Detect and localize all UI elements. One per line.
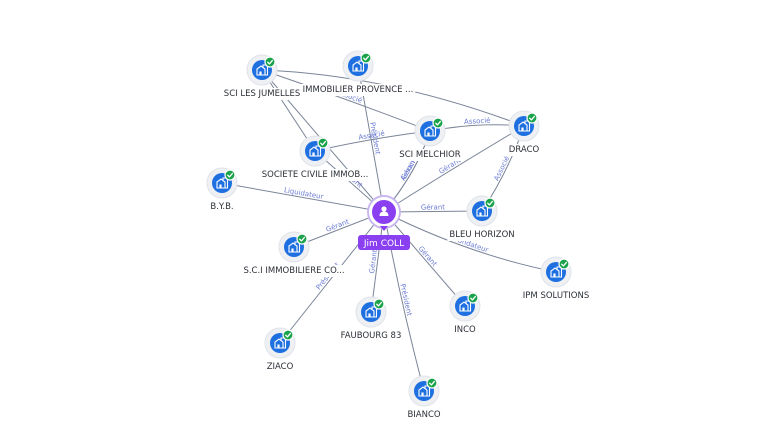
edge-center-inco <box>383 211 466 307</box>
edge-center-ipm-solutions <box>383 211 557 273</box>
node-label-backdrop <box>452 324 479 336</box>
center-label-tag <box>358 235 410 250</box>
verified-check-icon <box>484 197 496 209</box>
edge-label: Liquidateur <box>283 186 324 201</box>
company-node-bleu-horizon[interactable]: BLEU HORIZON <box>447 195 517 241</box>
node-label-backdrop <box>264 361 296 373</box>
edge-sci-les-jumelles-societe-civile <box>261 69 316 152</box>
company-node-inco[interactable]: INCO <box>449 290 481 336</box>
company-node-ziaco[interactable]: ZIACO <box>264 327 296 373</box>
person-icon <box>379 206 389 216</box>
node-label: IPM SOLUTIONS <box>523 291 589 301</box>
edge-sci-les-jumelles-sci-melchior <box>261 69 431 132</box>
company-node-faubourg-83[interactable]: FAUBOURG 83 <box>338 296 404 342</box>
node-label: B.Y.B. <box>210 202 233 212</box>
center-label: Jim COLL <box>363 239 404 249</box>
edge-center-draco <box>383 125 525 213</box>
verified-check-icon <box>526 112 538 124</box>
center-person-node[interactable]: Jim COLL <box>358 195 410 250</box>
node-label: BLEU HORIZON <box>449 230 514 240</box>
edge-label: Gérant <box>325 218 351 234</box>
verified-check-icon <box>224 169 236 181</box>
verified-check-icon <box>282 329 294 341</box>
node-label-backdrop <box>241 265 347 277</box>
node-label-backdrop <box>259 169 371 181</box>
company-node-draco[interactable]: DRACO <box>506 110 542 156</box>
edge-center-ziaco <box>279 211 385 344</box>
verified-check-icon <box>264 56 276 68</box>
node-label-backdrop <box>405 409 443 421</box>
company-node-immobilier-provence[interactable]: IMMOBILIER PROVENCE ... <box>300 50 416 96</box>
company-node-sci-melchior[interactable]: SCI MELCHIOR <box>397 115 463 161</box>
node-label-backdrop <box>447 229 517 241</box>
verified-check-icon <box>296 233 308 245</box>
company-node-sci-immobiliere[interactable]: S.C.I IMMOBILIERE CO... <box>241 231 347 277</box>
node-label: INCO <box>454 325 476 335</box>
edge-label: Associé <box>464 117 491 126</box>
verified-check-icon <box>558 258 570 270</box>
node-label: SCI LES JUMELLES <box>224 89 300 99</box>
node-label: DRACO <box>509 145 540 155</box>
edge-center-byb <box>221 182 385 213</box>
node-label-backdrop <box>397 149 463 161</box>
node-label-backdrop <box>300 84 416 96</box>
node-label-backdrop <box>506 144 542 156</box>
company-node-societe-civile[interactable]: SOCIETE CIVILE IMMOB... <box>259 135 371 181</box>
node-label: SOCIETE CIVILE IMMOB... <box>262 170 369 180</box>
node-label-backdrop <box>221 88 303 100</box>
node-label: IMMOBILIER PROVENCE ... <box>303 85 414 95</box>
edge-label: Président <box>398 283 413 317</box>
verified-check-icon <box>467 292 479 304</box>
edge-label: Gérant <box>421 203 445 211</box>
company-node-sci-les-jumelles[interactable]: SCI LES JUMELLES <box>221 54 303 100</box>
verified-check-icon <box>317 137 329 149</box>
center-node-pointer <box>380 226 388 231</box>
node-label-backdrop <box>520 290 592 302</box>
node-label: BIANCO <box>407 410 440 420</box>
company-node-ipm-solutions[interactable]: IPM SOLUTIONS <box>520 256 592 302</box>
edge-label: Gérant <box>368 249 379 274</box>
verified-check-icon <box>432 117 444 129</box>
verified-check-icon <box>373 298 385 310</box>
company-node-bianco[interactable]: BIANCO <box>405 375 443 421</box>
edge-center-bianco <box>383 211 425 392</box>
company-node-byb[interactable]: B.Y.B. <box>206 167 238 213</box>
node-label: FAUBOURG 83 <box>341 331 402 341</box>
edge-label: Gérant <box>417 245 439 269</box>
node-label: SCI MELCHIOR <box>399 150 461 160</box>
node-label-backdrop <box>338 330 404 342</box>
node-label-backdrop <box>208 201 236 213</box>
node-label: ZIACO <box>267 362 294 372</box>
verified-check-icon <box>426 377 438 389</box>
node-label: S.C.I IMMOBILIERE CO... <box>243 266 344 276</box>
verified-check-icon <box>360 52 372 64</box>
